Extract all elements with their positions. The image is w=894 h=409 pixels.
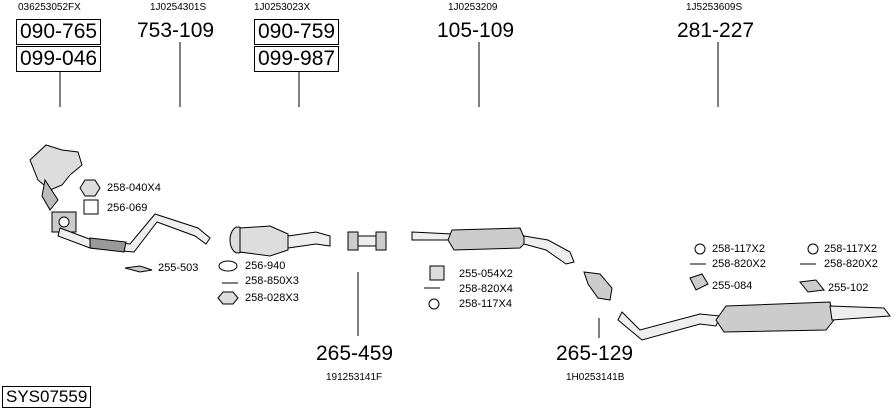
hardware-label[interactable]: 255-054X2	[459, 268, 513, 280]
part-number[interactable]: 105-109	[437, 19, 515, 42]
part-number-box[interactable]: 090-759	[254, 19, 340, 45]
washer-icon	[428, 298, 440, 310]
hardware-label[interactable]: 258-040X4	[107, 182, 161, 194]
diagram-id-box: SYS07559	[2, 386, 92, 408]
part-number[interactable]: 753-109	[137, 19, 215, 42]
hardware-label[interactable]: 258-820X4	[459, 283, 513, 295]
catalytic-converter-icon	[229, 225, 331, 257]
oem-number: 1J5253609S	[686, 2, 743, 13]
hardware-label[interactable]: 258-820X2	[712, 258, 766, 270]
rear-silencer-icon	[617, 301, 891, 341]
front-pipe-icon	[57, 213, 211, 253]
hardware-label[interactable]: 258-117X4	[459, 298, 513, 310]
connector-sleeve-icon	[347, 231, 387, 251]
rubber-hanger-icon	[799, 279, 825, 293]
exhaust-manifold-icon	[29, 144, 83, 233]
hardware-label[interactable]: 258-117X2	[712, 243, 766, 255]
part-number[interactable]: 281-227	[677, 19, 755, 42]
nut-icon	[217, 291, 239, 305]
nut-icon	[79, 179, 101, 197]
part-number[interactable]: 265-129	[556, 342, 634, 365]
oem-number: 1J0254301S	[150, 2, 207, 13]
hardware-label[interactable]: 258-850X3	[245, 275, 299, 287]
middle-silencer-icon	[411, 227, 575, 265]
hardware-label[interactable]: 255-084	[712, 280, 753, 292]
rubber-hanger-icon	[689, 273, 709, 291]
washer-icon	[694, 243, 706, 255]
bracket-icon	[429, 265, 445, 281]
hardware-label[interactable]: 256-940	[245, 260, 286, 272]
hardware-label[interactable]: 258-117X2	[824, 243, 878, 255]
washer-icon	[807, 243, 819, 255]
ring-gasket-icon	[218, 260, 238, 272]
hardware-label[interactable]: 258-820X2	[824, 258, 878, 270]
part-number[interactable]: 265-459	[316, 342, 394, 365]
part-number-box[interactable]: 099-987	[254, 46, 340, 72]
oem-number: 1J0253023X	[254, 2, 311, 13]
oem-number: 1H0253141B	[566, 372, 625, 383]
hardware-label[interactable]: 258-028X3	[245, 292, 299, 304]
oem-number: 1J0253209	[448, 2, 498, 13]
part-number-box[interactable]: 090-765	[16, 19, 102, 45]
hardware-label[interactable]: 256-069	[107, 202, 148, 214]
hanger-icon	[124, 265, 153, 273]
connector-flange-icon	[583, 271, 613, 301]
oem-number: 191253141F	[326, 372, 383, 383]
part-number-box[interactable]: 099-046	[16, 46, 102, 72]
gasket-icon	[83, 199, 99, 215]
oem-number: 036253052FX	[18, 2, 81, 13]
hardware-label[interactable]: 255-503	[158, 262, 199, 274]
hardware-label[interactable]: 255-102	[828, 282, 869, 294]
